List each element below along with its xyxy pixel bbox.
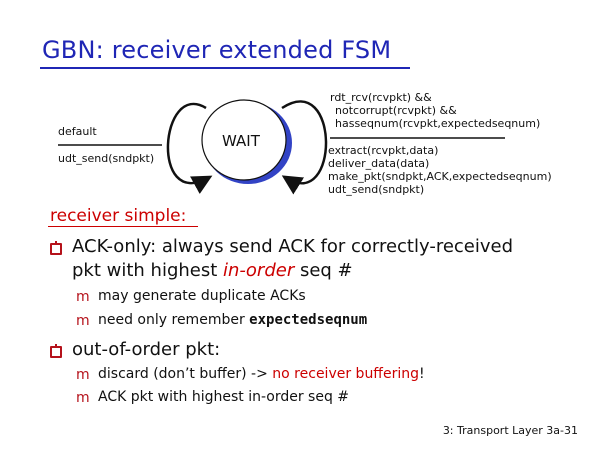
bullet-1-line-2: pkt with highest in-order seq # <box>72 260 353 281</box>
slide-title: GBN: receiver extended FSM <box>42 36 392 64</box>
bullet-2-text: out-of-order pkt: <box>72 339 221 360</box>
wait-state-label: WAIT <box>222 132 261 150</box>
bullet-2-sub-1-post: ! <box>418 366 425 382</box>
bullet-marker-1 <box>50 241 62 255</box>
inorder-transition-loop <box>281 100 328 195</box>
receiver-simple-heading: receiver simple: <box>50 206 187 226</box>
sub-marker-1a: m <box>76 289 90 305</box>
default-transition-loop <box>166 103 213 194</box>
action-line-4: udt_send(sndpkt) <box>328 183 424 196</box>
bullet-1-line-2-post: seq # <box>294 260 353 281</box>
sub-marker-2a: m <box>76 367 90 383</box>
default-action-label: udt_send(sndpkt) <box>58 152 154 165</box>
action-line-2: deliver_data(data) <box>328 157 429 170</box>
bullet-2-sub-2: ACK pkt with highest in-order seq # <box>98 389 350 405</box>
bullet-1-line-1: ACK-only: always send ACK for correctly-… <box>72 236 514 257</box>
bullet-1-line-2-pre: pkt with highest <box>72 260 224 281</box>
receiver-simple-underline <box>48 226 198 227</box>
default-event-label: default <box>58 125 97 138</box>
bullet-marker-2 <box>50 344 62 358</box>
wait-state <box>201 99 287 181</box>
bullet-1-sub-2: need only remember expectedseqnum <box>98 312 367 328</box>
event-line-2: notcorrupt(rcvpkt) && <box>335 104 457 117</box>
slide-footer: 3: Transport Layer 3a-31 <box>442 424 578 437</box>
event-line-3: hasseqnum(rcvpkt,expectedseqnum) <box>335 117 540 130</box>
action-line-3: make_pkt(sndpkt,ACK,expectedseqnum) <box>328 170 552 183</box>
bullet-1-sub-2-text: need only remember <box>98 312 250 328</box>
title-underline <box>40 67 410 69</box>
action-line-1: extract(rcvpkt,data) <box>328 144 438 157</box>
bullet-2-sub-1: discard (don’t buffer) -> no receiver bu… <box>98 366 425 382</box>
sub-marker-2b: m <box>76 390 90 406</box>
bullet-1-sub-1: may generate duplicate ACKs <box>98 288 306 304</box>
no-receiver-buffering: no receiver buffering <box>272 366 419 382</box>
fsm-diagram: WAIT default udt_send(sndpkt) rdt_rcv(rc… <box>58 91 552 196</box>
event-line-1: rdt_rcv(rcvpkt) && <box>330 91 432 104</box>
bullet-1-inorder: in-order <box>223 260 295 281</box>
sub-marker-1b: m <box>76 313 90 329</box>
bullet-2-sub-1-pre: discard (don’t buffer) -> <box>98 366 273 382</box>
expectedseqnum-term: expectedseqnum <box>249 312 368 328</box>
